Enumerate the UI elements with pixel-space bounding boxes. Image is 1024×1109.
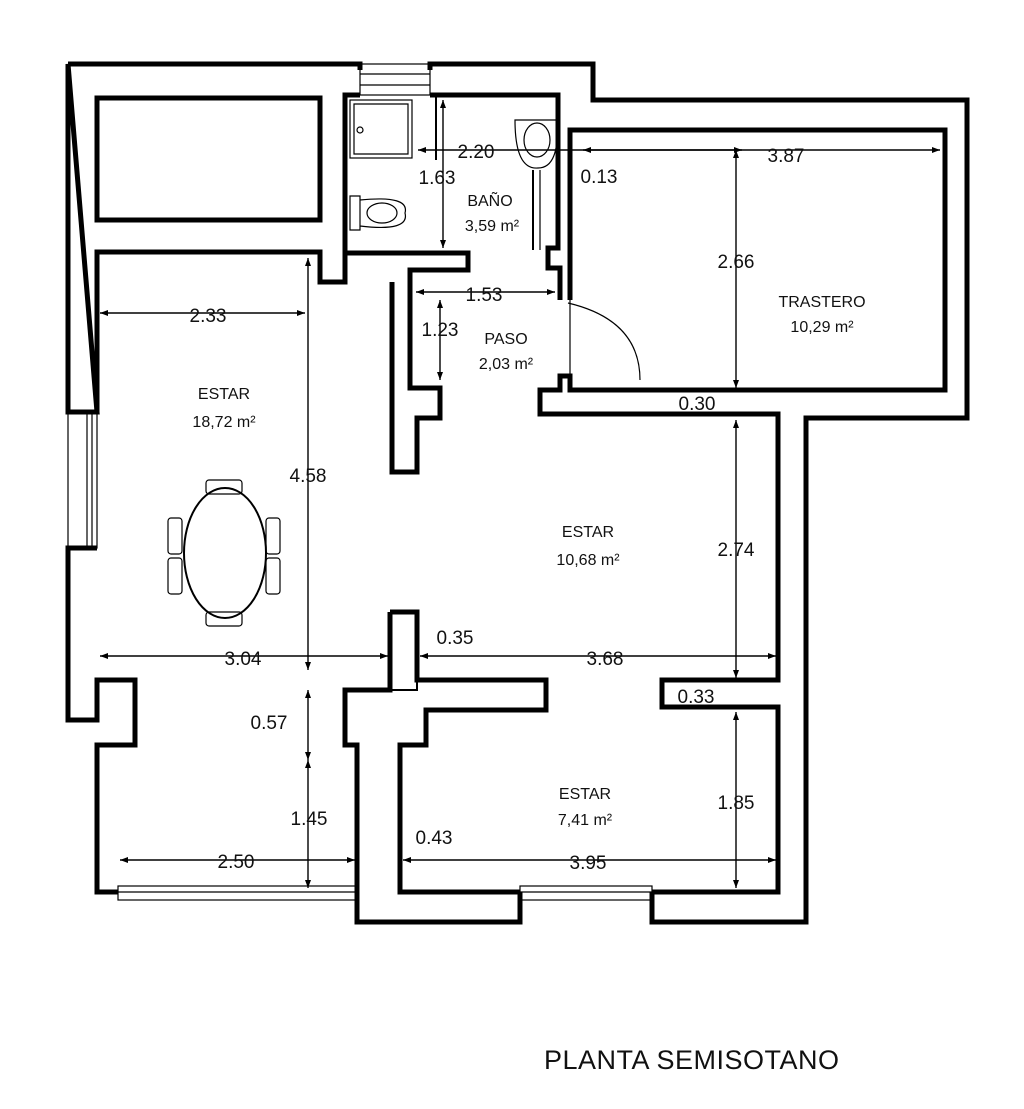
dimension-arrow <box>305 880 311 888</box>
room-area-trastero: 10,29 m² <box>790 319 854 336</box>
dimension-arrow <box>583 147 591 153</box>
dim-label: 1.63 <box>419 168 456 189</box>
dim-label: 0.30 <box>679 394 716 415</box>
dimension-arrow <box>305 760 311 768</box>
shower-tray <box>349 99 413 159</box>
dimension-arrow <box>932 147 940 153</box>
dimension-arrow <box>437 300 443 308</box>
dimension-arrow <box>733 712 739 720</box>
room-name-estar-3: ESTAR <box>559 786 611 803</box>
dimension-arrow <box>100 310 108 316</box>
dim-label: 3.87 <box>768 146 805 167</box>
dim-label: 1.45 <box>291 809 328 830</box>
plan-title: PLANTA SEMISOTANO <box>544 1045 840 1075</box>
dim-label: 2.20 <box>458 142 495 163</box>
dimension-arrow <box>440 240 446 248</box>
dim-label: 2.33 <box>190 306 227 327</box>
room-name-estar-1: ESTAR <box>198 386 250 403</box>
dimension-arrow <box>733 420 739 428</box>
dim-label: 1.53 <box>466 285 503 306</box>
dim-label: 2.50 <box>218 852 255 873</box>
dimension-arrow <box>420 653 428 659</box>
windows <box>67 63 653 901</box>
dimension-arrow <box>297 310 305 316</box>
dimension-arrow <box>547 289 555 295</box>
dim-label: 1.85 <box>718 793 755 814</box>
dimension-arrow <box>437 372 443 380</box>
dimension-arrow <box>768 857 776 863</box>
dim-label: 3.95 <box>570 853 607 874</box>
dim-label: 0.33 <box>678 687 715 708</box>
doors <box>435 95 641 381</box>
dimension-arrow <box>380 653 388 659</box>
dimension-arrow <box>100 653 108 659</box>
dimension-arrow <box>416 289 424 295</box>
dim-label: 0.43 <box>416 828 453 849</box>
washbasin <box>514 119 558 169</box>
room-name-estar-2: ESTAR <box>562 524 614 541</box>
room-area-paso: 2,03 m² <box>479 356 534 373</box>
dim-label: 0.13 <box>581 167 618 188</box>
room-area-estar-1: 18,72 m² <box>192 414 256 431</box>
dim-label: 2.74 <box>718 540 755 561</box>
room-name-bano: BAÑO <box>467 190 512 210</box>
dim-label: 3.68 <box>587 649 624 670</box>
room-area-bano: 3,59 m² <box>465 218 520 235</box>
dimension-arrow <box>440 100 446 108</box>
dim-label: 0.35 <box>437 628 474 649</box>
room-name-trastero: TRASTERO <box>778 294 865 311</box>
dimension-arrow <box>347 857 355 863</box>
dim-label: 2.66 <box>718 252 755 273</box>
dimension-arrow <box>305 690 311 698</box>
dimension-arrow <box>305 258 311 266</box>
dimension-arrow <box>768 653 776 659</box>
room-area-estar-2: 10,68 m² <box>556 552 620 569</box>
dim-label: 1.23 <box>422 320 459 341</box>
dining-table <box>183 487 267 619</box>
dim-label: 0.57 <box>251 713 288 734</box>
room-name-paso: PASO <box>484 331 527 348</box>
dimension-arrow <box>733 880 739 888</box>
dimension-arrow <box>733 670 739 678</box>
dim-label: 3.04 <box>225 649 262 670</box>
toilet <box>349 195 406 231</box>
fixtures <box>349 99 558 231</box>
dining-set <box>167 479 281 627</box>
dimension-arrow <box>120 857 128 863</box>
dimension-arrow <box>418 147 426 153</box>
room-labels: BAÑO 3,59 m² TRASTERO 10,29 m² PASO 2,03… <box>192 190 865 829</box>
dimension-arrow <box>403 857 411 863</box>
dimension-lines <box>100 100 940 888</box>
walls <box>65 61 970 925</box>
dimension-arrow <box>305 752 311 760</box>
dimension-arrow <box>733 150 739 158</box>
room-area-estar-3: 7,41 m² <box>558 812 613 829</box>
dimension-arrow <box>733 380 739 388</box>
dim-label: 4.58 <box>290 466 327 487</box>
dimension-labels: 2.20 1.63 0.13 3.87 2.66 1.53 1.23 2.33 … <box>190 142 805 874</box>
dimension-arrow <box>305 662 311 670</box>
